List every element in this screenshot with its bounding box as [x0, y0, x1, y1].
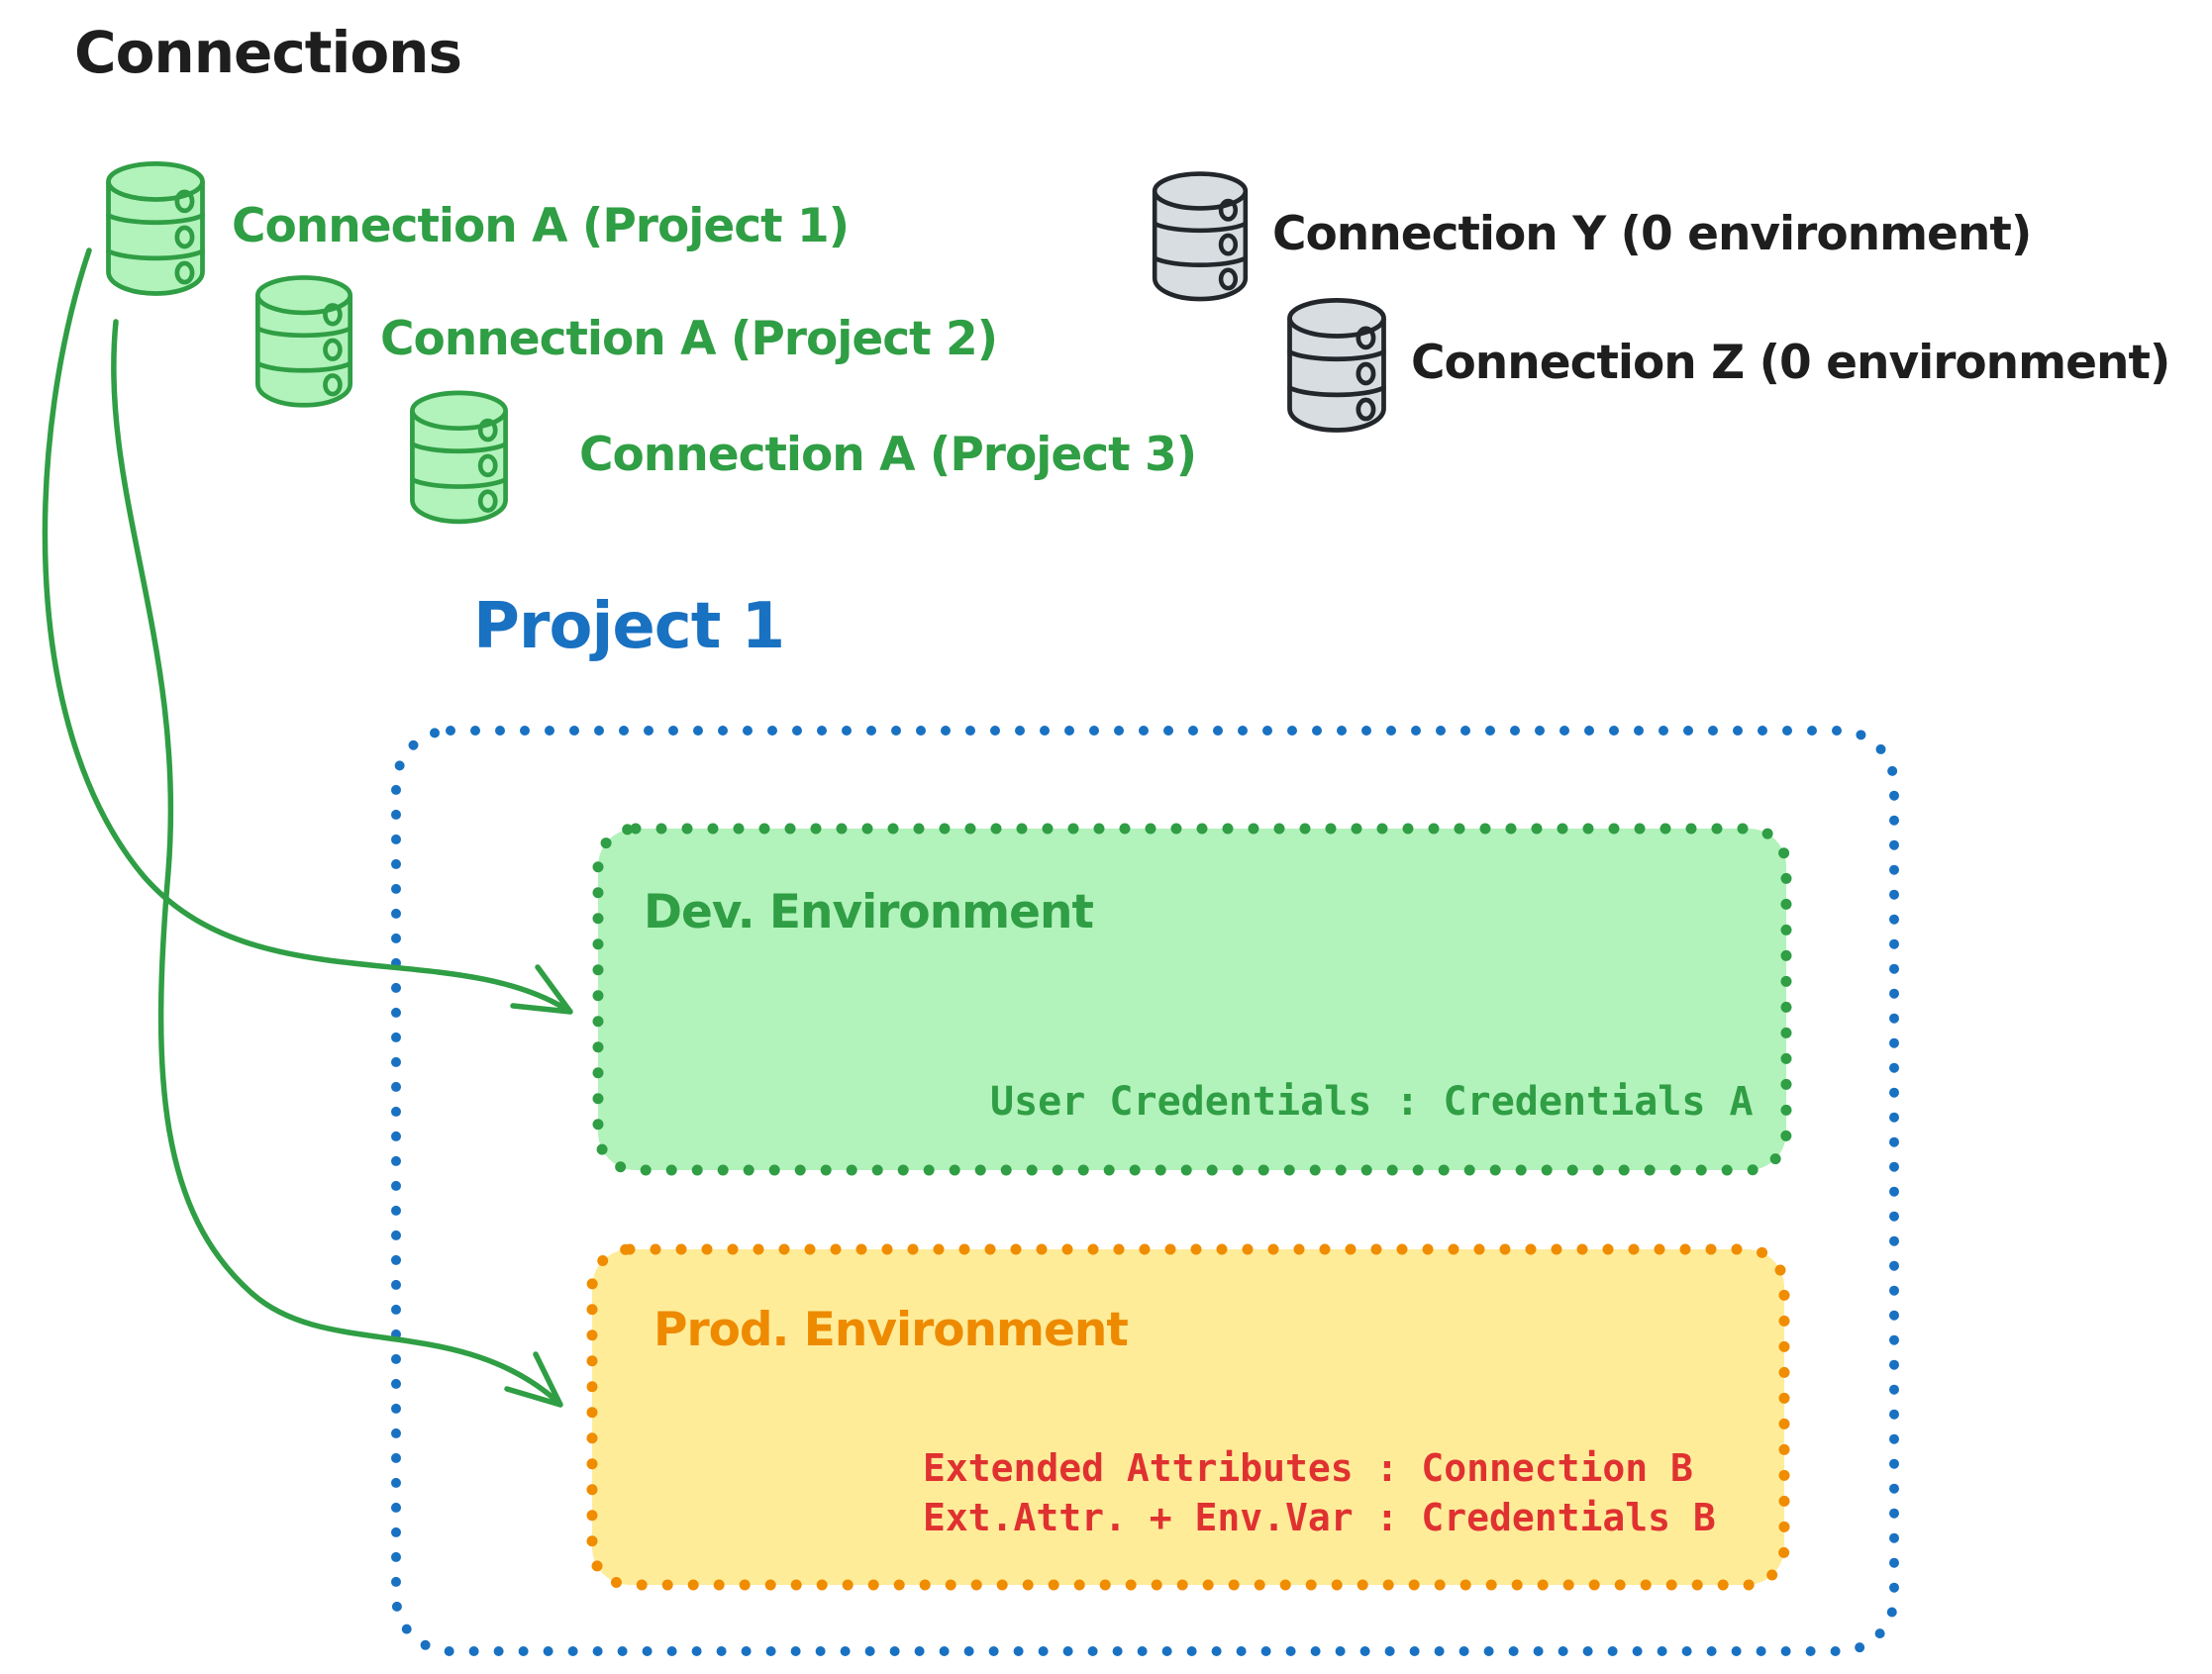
database-icon — [1146, 164, 1255, 305]
arrowhead-prod — [504, 1351, 563, 1408]
arrowhead-dev — [510, 964, 573, 1015]
project-1-boundary-box[interactable] — [391, 726, 1899, 1656]
prod-environment-credentials: Extended Attributes : Connection B Ext.A… — [923, 1443, 1716, 1542]
connection-label: Connection A (Project 2) — [380, 312, 998, 367]
connection-z-item[interactable]: Connection Z (0 environment) — [1280, 289, 2170, 438]
connection-y-item[interactable]: Connection Y (0 environment) — [1146, 164, 2032, 305]
prod-credential-line-1: Extended Attributes : Connection B — [923, 1446, 1693, 1490]
prod-credential-line-2: Ext.Attr. + Env.Var : Credentials B — [923, 1496, 1716, 1539]
prod-environment-box[interactable] — [586, 1243, 1790, 1591]
prod-environment-title: Prod. Environment — [654, 1303, 1129, 1357]
dev-environment-credentials: User Credentials : Credentials A — [990, 1079, 1754, 1125]
arrow-connection-a-to-dev[interactable] — [42, 247, 573, 1015]
database-icon — [1280, 289, 1393, 438]
database-icon — [403, 380, 515, 531]
connection-label: Connection Z (0 environment) — [1411, 336, 2170, 391]
connection-a-project-3-item[interactable]: Connection A (Project 3) — [403, 380, 1197, 531]
database-icon — [249, 264, 359, 415]
connection-label: Connection A (Project 1) — [232, 199, 850, 254]
diagram-title: Connections — [74, 19, 462, 86]
arrow-connection-a-to-prod[interactable] — [111, 319, 563, 1408]
connection-a-project-2-item[interactable]: Connection A (Project 2) — [249, 264, 998, 415]
connection-label: Connection A (Project 3) — [579, 428, 1197, 483]
connection-label: Connection Y (0 environment) — [1272, 207, 2032, 262]
connection-a-project-1-item[interactable]: Connection A (Project 1) — [99, 153, 850, 300]
dev-environment-box[interactable] — [592, 823, 1792, 1176]
database-icon — [99, 153, 212, 300]
dev-environment-title: Dev. Environment — [644, 885, 1094, 939]
project-1-label: Project 1 — [473, 590, 785, 663]
